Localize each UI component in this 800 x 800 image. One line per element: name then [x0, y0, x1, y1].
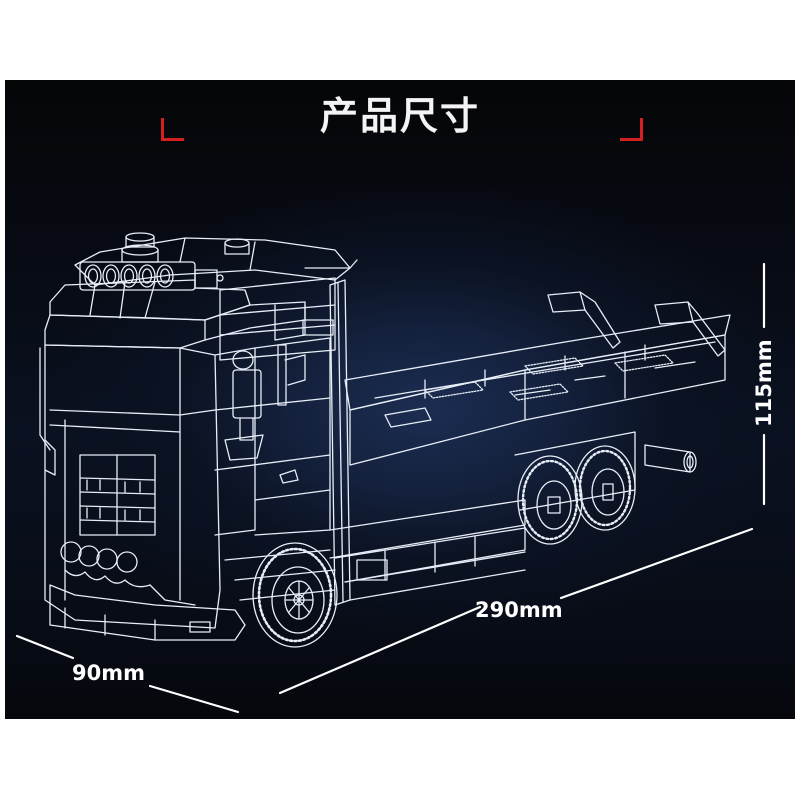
truck-chassis [224, 499, 526, 601]
length-dimension-label: 290mm [475, 598, 563, 622]
corner-bracket-right-icon [620, 118, 643, 141]
page-title: 产品尺寸 [319, 94, 480, 138]
length-dimension-line-left [278, 605, 482, 695]
rear-ramps [547, 291, 726, 357]
flatbed [344, 291, 731, 466]
front-wheel [252, 542, 338, 648]
roof-light-bar [79, 261, 224, 291]
width-dimension-line-right [148, 684, 240, 714]
dimension-lines [15, 262, 766, 714]
height-dimension-label: 115mm [752, 339, 776, 427]
truck-illustration [15, 232, 766, 714]
rear-wheels [514, 431, 697, 545]
corner-bracket-left-icon [161, 118, 184, 141]
dimensions-panel: 产品尺寸 [5, 80, 795, 719]
truck-cab [39, 232, 358, 641]
front-fog-lights [60, 541, 151, 588]
width-dimension-line-left [15, 634, 75, 660]
width-dimension-label: 90mm [72, 661, 145, 685]
front-grille [79, 454, 156, 536]
length-dimension-line-right [559, 527, 754, 600]
